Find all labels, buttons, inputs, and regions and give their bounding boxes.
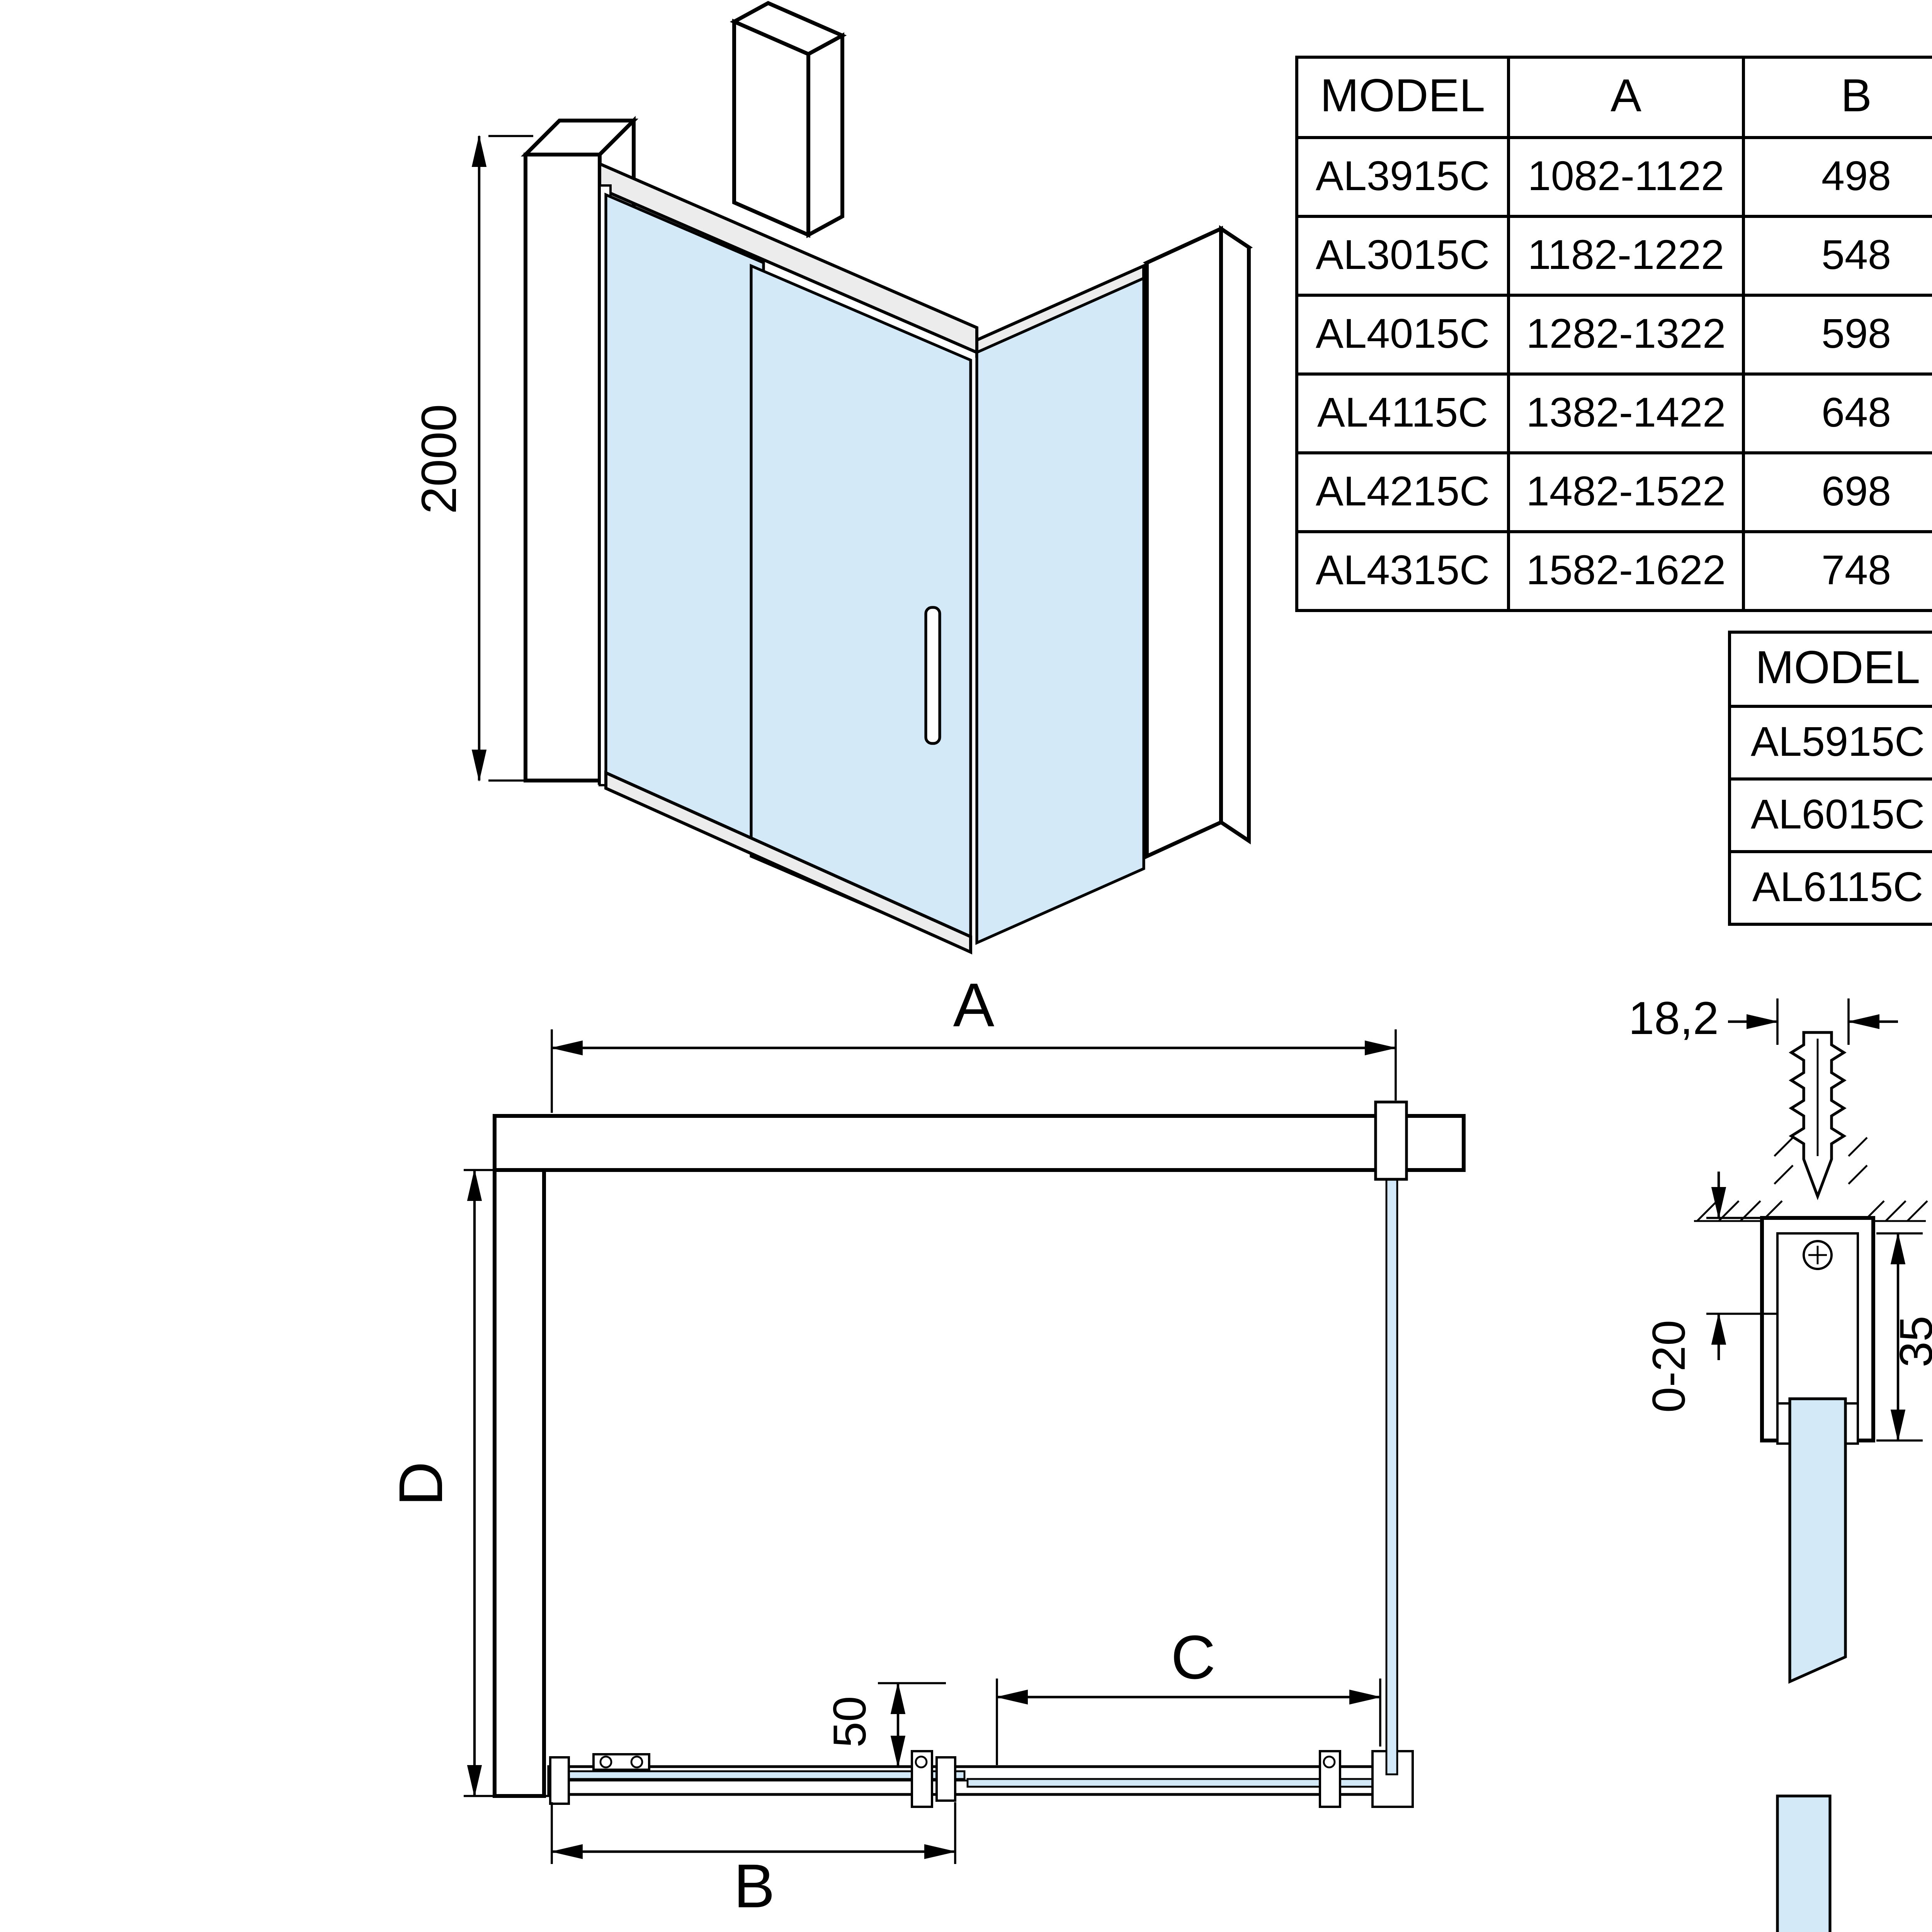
dim-label-overlap-50: 50 <box>824 1696 876 1747</box>
isometric-view: 2000 <box>412 1 1253 955</box>
plan-door-track <box>547 1750 1414 1808</box>
wall-hatch <box>1696 1137 1928 1222</box>
iso-door-handle <box>924 606 941 745</box>
side-panel-dimensions-table: MODEL D AL5915C 780-800 AL6015C 880-900 … <box>1728 631 1932 926</box>
cell-a: 1482-1522 <box>1507 451 1745 533</box>
cell-b: 598 <box>1742 294 1932 376</box>
iso-fixed-glass <box>604 192 765 855</box>
iso-bottom-rail <box>604 770 972 955</box>
corner-glass <box>1776 1794 1832 1932</box>
table-row: AL6115C 980-1000 <box>1728 850 1932 926</box>
cell-model: AL4215C <box>1295 451 1510 533</box>
model-dimensions-table: MODEL A B C AL3915C 1082-1122 498 425 AL… <box>1295 56 1932 612</box>
cell-model: AL3915C <box>1295 136 1510 218</box>
table-row: AL3015C 1182-1222 548 475 <box>1295 215 1932 297</box>
table-header-row: MODEL A B C <box>1295 56 1932 139</box>
dim-label-profile-depth: 35 <box>1890 1316 1932 1367</box>
column-header-b: B <box>1742 56 1932 139</box>
table-row: AL4115C 1382-1422 648 575 <box>1295 372 1932 454</box>
dim-label-c: C <box>1171 1622 1216 1692</box>
table-header-row: MODEL D <box>1728 631 1932 708</box>
table-row: AL3915C 1082-1122 498 425 <box>1295 136 1932 218</box>
cell-b: 548 <box>1742 215 1932 297</box>
plan-side-glass <box>1385 1173 1398 1776</box>
iso-back-wall <box>730 1 847 238</box>
cell-model: AL4115C <box>1295 372 1510 454</box>
cell-a: 1382-1422 <box>1507 372 1745 454</box>
cell-a: 1182-1222 <box>1507 215 1745 297</box>
cell-model: AL4015C <box>1295 294 1510 376</box>
dim-label-d: D <box>386 1461 455 1506</box>
cell-model: AL6015C <box>1728 777 1932 853</box>
plan-left-wall <box>493 1168 546 1798</box>
cell-b: 648 <box>1742 372 1932 454</box>
column-header-model: MODEL <box>1728 631 1932 708</box>
table-row: AL4215C 1482-1522 698 625 <box>1295 451 1932 533</box>
column-header-a: A <box>1507 56 1745 139</box>
cell-b: 498 <box>1742 136 1932 218</box>
detail-glass-vertical <box>1788 1397 1847 1684</box>
cell-a: 1282-1322 <box>1507 294 1745 376</box>
dim-label-height-2000: 2000 <box>412 404 467 514</box>
cell-model: AL6115C <box>1728 850 1932 926</box>
table-row: AL4315C 1582-1622 748 675 <box>1295 530 1932 612</box>
table-row: AL4015C 1282-1322 598 525 <box>1295 294 1932 376</box>
cell-b: 698 <box>1742 451 1932 533</box>
plan-view: A D <box>386 970 1466 1920</box>
dim-label-a: A <box>953 970 995 1039</box>
dim-label-adjust-top: 0-20 <box>1643 1320 1695 1413</box>
iso-side-glass <box>975 276 1145 945</box>
detail-wall-profile-vertical: 18,2 0-20 35 <box>1628 992 1932 1684</box>
table-row: AL6015C 880-900 <box>1728 777 1932 853</box>
detail-corner-connector: 0-20 <box>1776 1794 1832 1932</box>
cell-a: 1582-1622 <box>1507 530 1745 612</box>
cell-model: AL4315C <box>1295 530 1510 612</box>
cell-b: 748 <box>1742 530 1932 612</box>
plan-top-wall <box>493 1114 1466 1172</box>
cell-model: AL5915C <box>1728 705 1932 781</box>
iso-right-wall <box>1143 225 1253 859</box>
dim-label-plug-width: 18,2 <box>1628 992 1719 1044</box>
column-header-model: MODEL <box>1295 56 1510 139</box>
dim-label-b: B <box>734 1851 775 1920</box>
table-row: AL5915C 780-800 <box>1728 705 1932 781</box>
cell-a: 1082-1122 <box>1507 136 1745 218</box>
cell-model: AL3015C <box>1295 215 1510 297</box>
plan-side-wall-bracket <box>1374 1100 1408 1181</box>
